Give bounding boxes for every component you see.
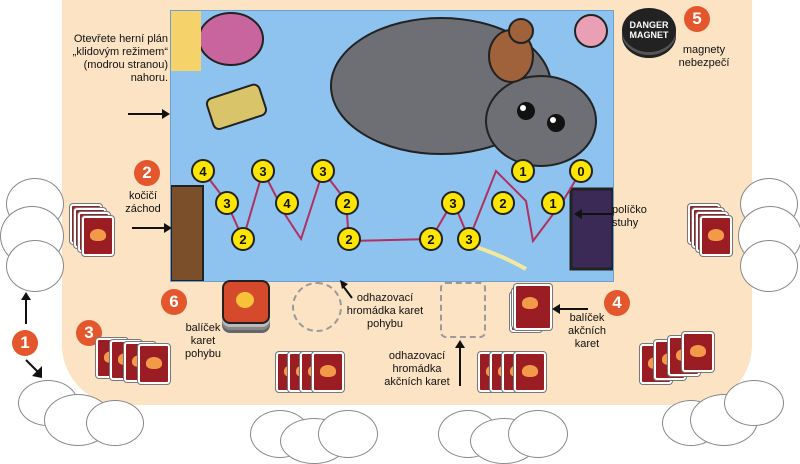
movement-card-deck bbox=[222, 280, 270, 324]
board-illustration bbox=[171, 11, 613, 281]
movement-discard-label: odhazovací hromádka karet pohybu bbox=[346, 292, 424, 330]
player-card bbox=[514, 352, 546, 392]
danger-magnet-token: DANGER MAGNET bbox=[622, 8, 676, 52]
litter-box-label: kočičí záchod bbox=[125, 190, 161, 215]
player-seat bbox=[724, 380, 784, 426]
instruction-text: Otevřete herní plán „klidovým režimem“ (… bbox=[72, 33, 168, 84]
arrow-right-icon bbox=[132, 223, 172, 233]
track-space: 3 bbox=[311, 159, 335, 183]
ribbon-space-label: políčko stuhy bbox=[612, 204, 647, 229]
movement-deck-label: balíček karet pohybu bbox=[184, 322, 222, 360]
track-space: 3 bbox=[215, 191, 239, 215]
arrow-right-icon bbox=[128, 109, 170, 119]
action-discard-pile bbox=[440, 282, 486, 338]
track-space: 2 bbox=[337, 227, 361, 251]
player-seat bbox=[740, 240, 798, 292]
track-space: 3 bbox=[457, 227, 481, 251]
track-space: 2 bbox=[419, 227, 443, 251]
arrow-down-right-icon bbox=[25, 359, 42, 378]
player-seat bbox=[86, 400, 144, 446]
arrow-up-icon bbox=[21, 292, 31, 324]
action-card-deck-top bbox=[514, 284, 552, 330]
player-seat bbox=[508, 410, 568, 458]
track-space: 2 bbox=[231, 227, 255, 251]
game-board: 4 3 2 3 4 3 2 2 2 3 3 2 1 1 0 bbox=[170, 10, 614, 282]
track-space: 4 bbox=[191, 159, 215, 183]
arrow-up-icon bbox=[455, 340, 465, 386]
danger-magnets-label: magnety nebezpečí bbox=[678, 44, 730, 69]
arrow-left-icon bbox=[552, 304, 588, 314]
track-space: 3 bbox=[251, 159, 275, 183]
player-card bbox=[682, 332, 714, 372]
track-space: 0 bbox=[569, 159, 593, 183]
badge-5: 5 bbox=[684, 6, 710, 32]
player-card bbox=[82, 216, 114, 256]
action-discard-label: odhazovací hromádka akčních karet bbox=[384, 350, 450, 388]
badge-1: 1 bbox=[12, 330, 38, 356]
track-space: 4 bbox=[275, 191, 299, 215]
track-space: 1 bbox=[511, 159, 535, 183]
arrow-left-icon bbox=[574, 209, 612, 219]
magnet-top-text: DANGER bbox=[629, 20, 669, 30]
arrow-up-left-icon bbox=[340, 280, 353, 299]
player-card bbox=[138, 344, 170, 384]
badge-2: 2 bbox=[134, 160, 160, 186]
track-space: 2 bbox=[335, 191, 359, 215]
player-card bbox=[700, 216, 732, 256]
paw-icon bbox=[236, 292, 254, 308]
badge-6: 6 bbox=[161, 289, 187, 315]
badge-4: 4 bbox=[604, 290, 630, 316]
player-card bbox=[312, 352, 344, 392]
action-deck-label: balíček akčních karet bbox=[568, 312, 606, 350]
track-space: 1 bbox=[541, 191, 565, 215]
track-space: 2 bbox=[491, 191, 515, 215]
player-seat bbox=[6, 240, 64, 292]
movement-discard-pile bbox=[292, 282, 342, 332]
player-seat bbox=[318, 410, 378, 458]
track-space: 3 bbox=[441, 191, 465, 215]
magnet-bottom-text: MAGNET bbox=[629, 30, 669, 40]
